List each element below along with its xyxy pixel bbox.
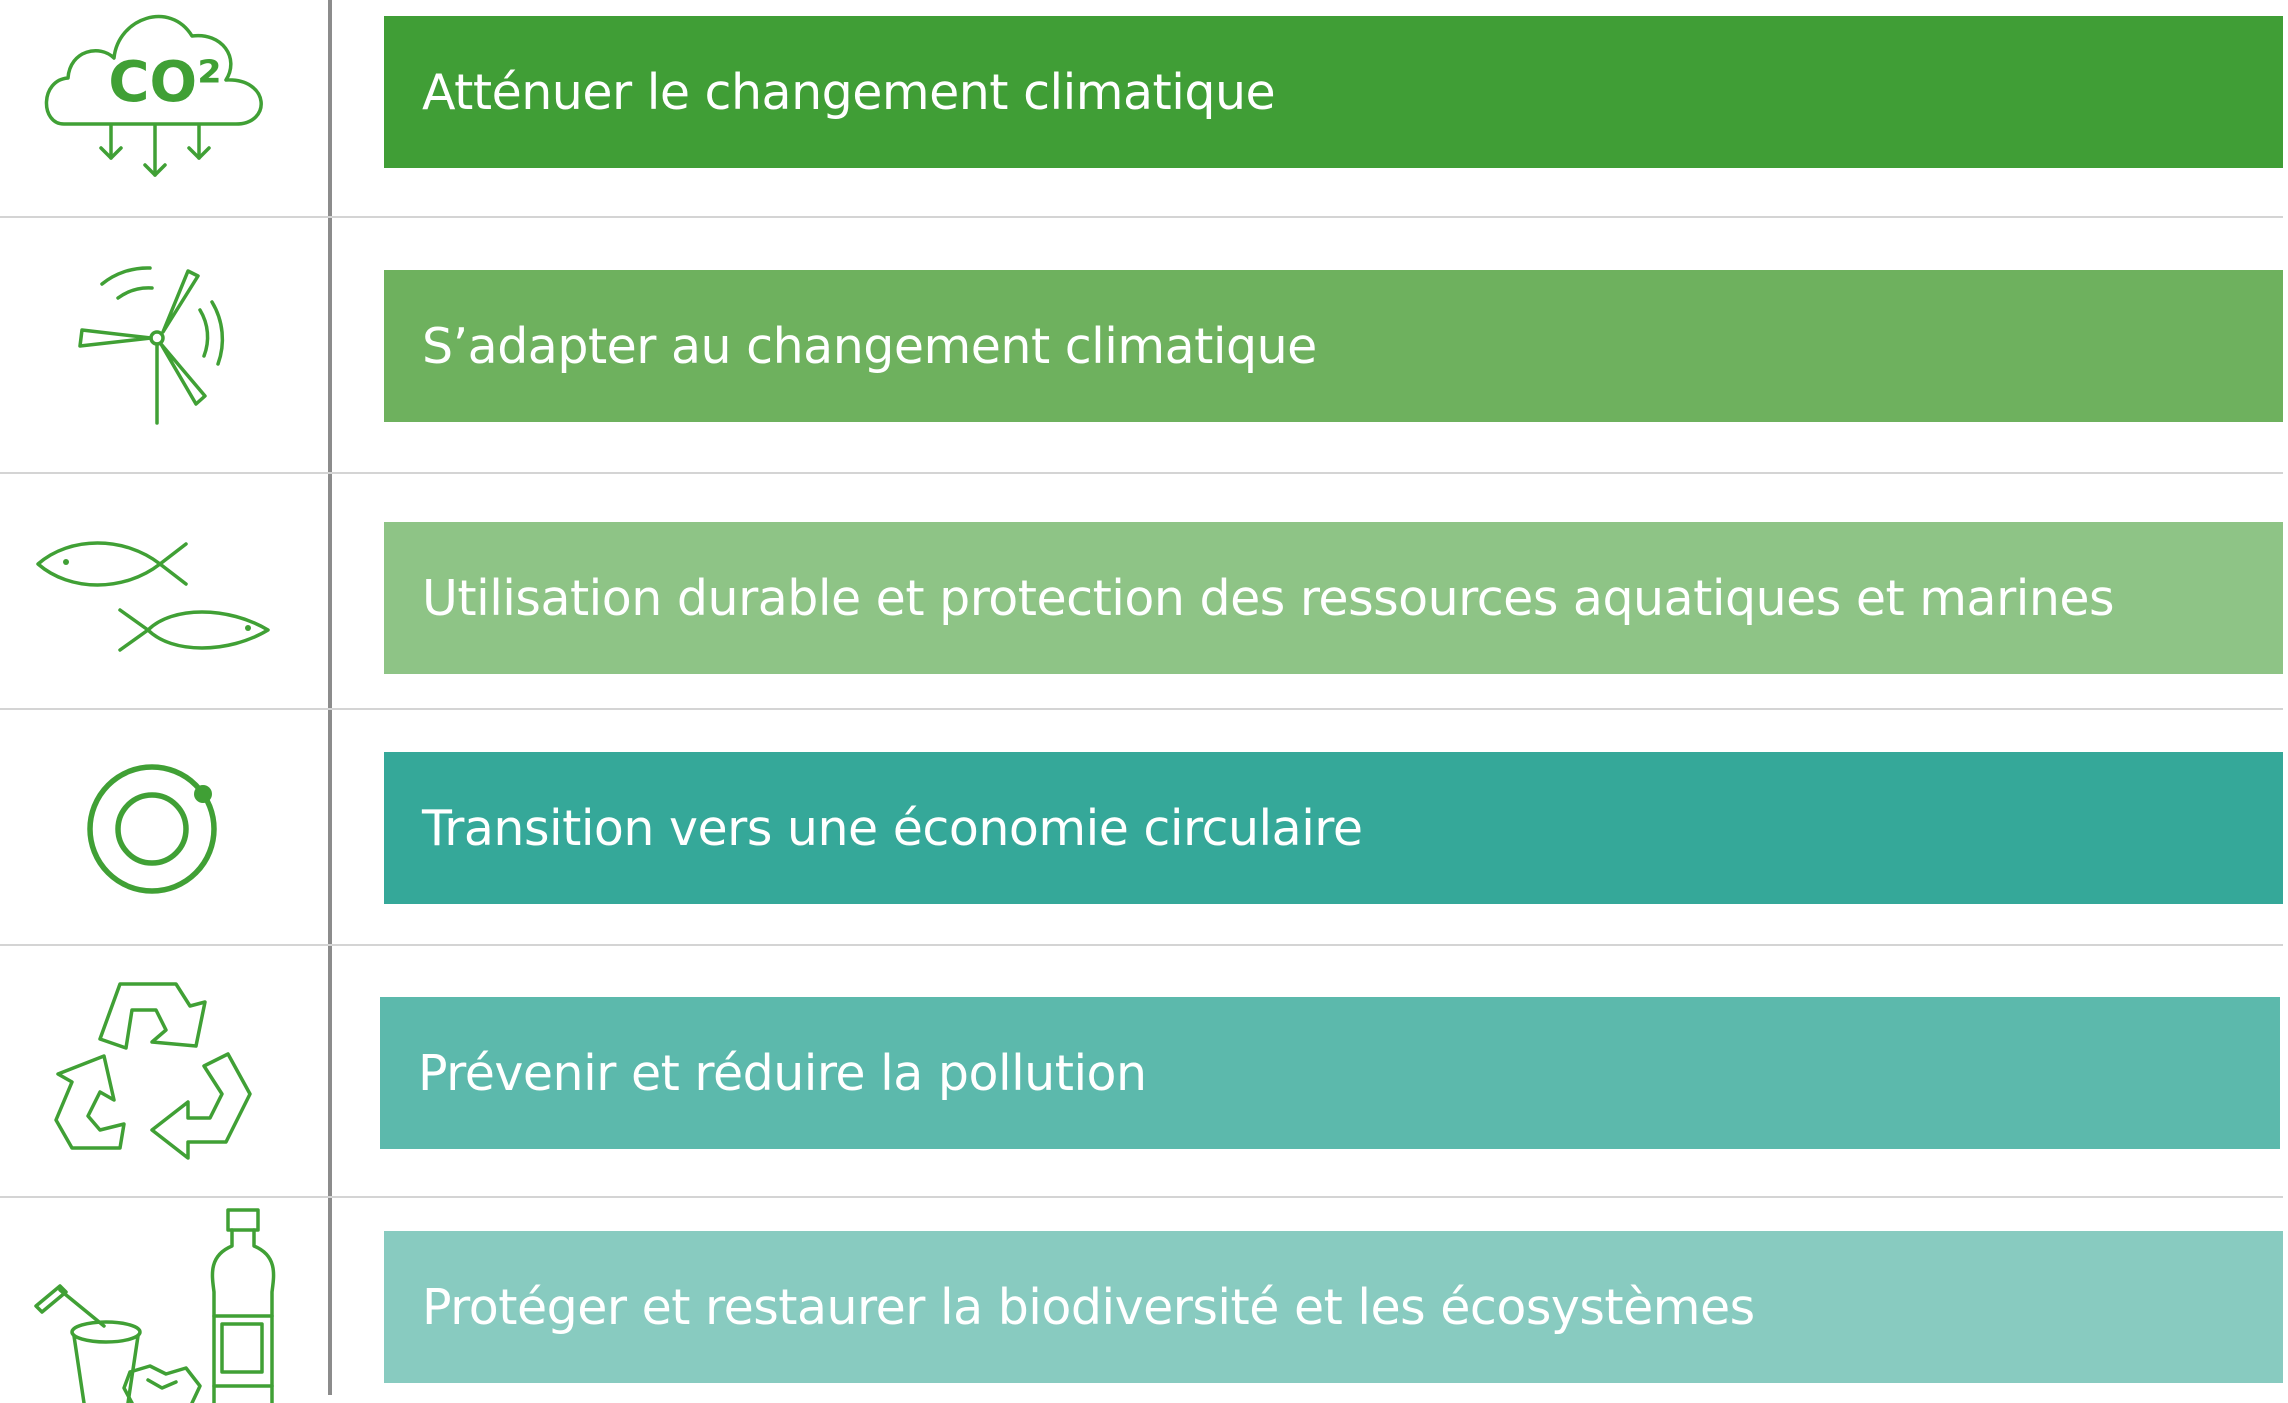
co2-label: CO²	[108, 50, 221, 115]
objective-bar-climate-mitigation: Atténuer le changement climatique	[384, 16, 2283, 168]
recycle-icon	[0, 944, 320, 1196]
objective-bar-biodiversity: Protéger et restaurer la biodiversité et…	[384, 1231, 2283, 1383]
row-divider	[0, 472, 2283, 474]
objective-bar-circular-economy: Transition vers une économie circulaire	[384, 752, 2283, 904]
vertical-divider	[328, 0, 332, 1395]
objective-label: Prévenir et réduire la pollution	[418, 1044, 1147, 1102]
objective-label: Atténuer le changement climatique	[422, 63, 1276, 121]
fish-icon	[0, 472, 320, 708]
row-divider	[0, 944, 2283, 946]
objective-label: Transition vers une économie circulaire	[422, 799, 1363, 857]
objective-bar-climate-adaptation: S’adapter au changement climatique	[384, 270, 2283, 422]
waste-bottle-cup-icon	[0, 1196, 320, 1403]
objective-bar-pollution: Prévenir et réduire la pollution	[380, 997, 2280, 1149]
objective-label: Protéger et restaurer la biodiversité et…	[422, 1278, 1755, 1336]
wind-turbine-icon	[0, 216, 320, 472]
row-divider	[0, 708, 2283, 710]
objective-label: Utilisation durable et protection des re…	[422, 569, 2115, 627]
objective-bar-water-marine: Utilisation durable et protection des re…	[384, 522, 2283, 674]
circular-economy-icon	[0, 708, 320, 944]
row-divider	[0, 216, 2283, 218]
row-divider	[0, 1196, 2283, 1198]
objective-label: S’adapter au changement climatique	[422, 317, 1317, 375]
co2-cloud-icon: CO²	[0, 0, 320, 216]
